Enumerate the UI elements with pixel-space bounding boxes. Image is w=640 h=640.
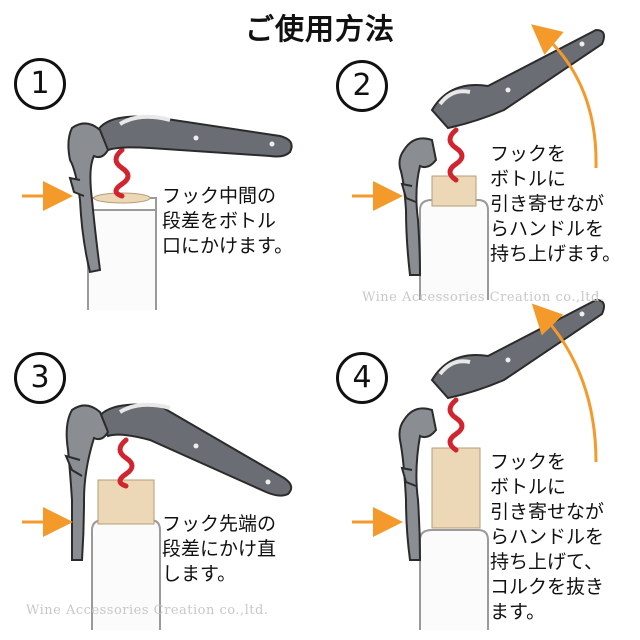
worm-2: [447, 127, 465, 183]
bottle-2: [419, 199, 489, 300]
lever-1: [67, 122, 110, 274]
caption-line: フックを: [490, 143, 567, 165]
lever-2: [398, 137, 438, 276]
lever-3: [65, 404, 110, 561]
caption-line: 持ち上げます。: [490, 243, 622, 265]
caption-line: らハンドルを: [490, 218, 605, 240]
worm-1: [113, 147, 131, 199]
caption-line: ます。: [490, 601, 546, 623]
arrow-curve-2: [531, 24, 598, 169]
caption-line: します。: [162, 563, 237, 585]
step-4-caption: フックを ボトルに 引き寄せなが らハンドルを 持ち上げて、 コルクを抜き ます…: [490, 450, 604, 625]
panel-2-illustration: [398, 28, 605, 300]
step-2-caption: フックを ボトルに 引き寄せなが らハンドルを 持ち上げます。: [490, 142, 621, 267]
cork-4: [431, 447, 481, 529]
watermark-top: Wine Accessories Creation co.,ltd.: [362, 290, 605, 305]
step-1-caption: フック中間の 段差をボトル 口にかけます。: [162, 184, 293, 259]
lever-4: [398, 407, 438, 561]
caption-line: フック先端の: [162, 513, 277, 535]
caption-line: 段差をボトル: [162, 210, 277, 232]
caption-line: 持ち上げて、: [490, 551, 604, 573]
caption-line: 段差にかけ直: [162, 538, 277, 560]
step-2-number: 2: [336, 60, 388, 112]
step-3-caption: フック先端の 段差にかけ直 します。: [162, 512, 276, 587]
step-1-number: 1: [14, 58, 66, 110]
arrow-curve-4: [531, 303, 598, 463]
handle-4: [430, 298, 605, 400]
caption-line: フックを: [490, 451, 567, 473]
panel-3-illustration: [64, 402, 293, 630]
caption-line: らハンドルを: [490, 526, 605, 548]
watermark-bottom: Wine Accessories Creation co.,ltd.: [26, 603, 269, 618]
page-title: ご使用方法: [244, 12, 395, 46]
worm-3: [117, 437, 135, 489]
worm-4: [447, 397, 465, 453]
caption-line: フック中間の: [162, 185, 277, 207]
bottle-4: [419, 529, 489, 630]
arrows: [22, 24, 598, 537]
caption-line: 引き寄せなが: [490, 501, 605, 523]
step-3-number: 3: [14, 352, 66, 404]
caption-line: コルクを抜き: [490, 576, 605, 598]
caption-line: 引き寄せなが: [490, 193, 605, 215]
step-4-number: 4: [336, 352, 388, 404]
caption-line: 口にかけます。: [162, 235, 294, 257]
caption-line: ボトルに: [490, 168, 567, 190]
caption-line: ボトルに: [490, 476, 567, 498]
